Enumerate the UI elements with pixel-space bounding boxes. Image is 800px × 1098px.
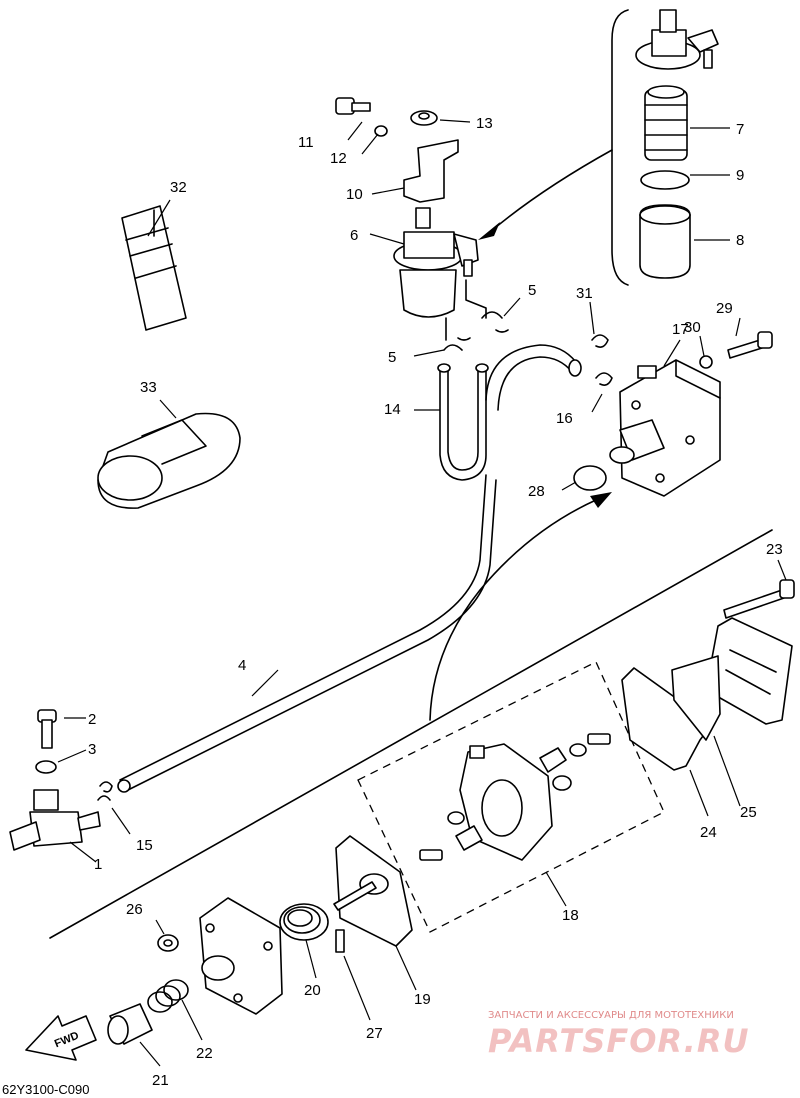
o-ring-28 — [573, 465, 607, 491]
bolt-29 — [727, 331, 773, 359]
washer-30 — [699, 355, 713, 369]
callout-33: 33 — [140, 379, 157, 396]
callout-7: 7 — [736, 121, 744, 138]
clip-5-upper — [481, 311, 509, 333]
pin-27 — [335, 929, 345, 953]
callout-21: 21 — [152, 1072, 169, 1089]
callout-10: 10 — [346, 186, 363, 203]
callout-8: 8 — [736, 232, 744, 249]
callout-15: 15 — [136, 837, 153, 854]
pump-base — [199, 897, 283, 1015]
diagram-code: 62Y3100-C090 — [2, 1082, 89, 1097]
callout-16: 16 — [556, 410, 573, 427]
callout-5b: 5 — [388, 349, 396, 366]
pump-cover-25 — [671, 617, 793, 741]
arrowhead-icon — [478, 222, 500, 240]
kit-box-18 — [357, 661, 665, 933]
fuel-line-stub — [465, 279, 487, 319]
callout-9: 9 — [736, 167, 744, 184]
washer-12 — [374, 125, 388, 137]
callout-30: 30 — [684, 319, 701, 336]
callout-2: 2 — [88, 711, 96, 728]
callout-4: 4 — [238, 657, 246, 674]
clip-16 — [595, 372, 613, 386]
clip-31 — [591, 334, 609, 348]
nut-13 — [410, 110, 438, 126]
plunger-21 — [107, 1003, 153, 1045]
callout-32: 32 — [170, 179, 187, 196]
spring-22 — [147, 979, 189, 1013]
callout-23: 23 — [766, 541, 783, 558]
diaphragm-19 — [333, 835, 413, 947]
callout-29: 29 — [716, 300, 733, 317]
callout-22: 22 — [196, 1045, 213, 1062]
watermark-tagline: ЗАПЧАСТИ И АКСЕССУАРЫ ДЛЯ МОТОТЕХНИКИ — [488, 1010, 734, 1021]
callout-31: 31 — [576, 285, 593, 302]
filter-cap — [635, 9, 719, 70]
callout-17: 17 — [672, 321, 689, 338]
pump-arrow — [429, 499, 597, 721]
divider-line — [49, 529, 773, 939]
callout-12: 12 — [330, 150, 347, 167]
washer-3 — [35, 760, 57, 774]
hose-14 — [439, 367, 487, 481]
callout-13: 13 — [476, 115, 493, 132]
bracket-10 — [403, 139, 459, 203]
fwd-arrow-icon — [25, 1015, 97, 1061]
callout-5a: 5 — [528, 282, 536, 299]
nut-26 — [157, 934, 179, 952]
filter-element — [644, 85, 688, 161]
callout-14: 14 — [384, 401, 401, 418]
filter-cup — [639, 204, 691, 279]
fuel-joint-1 — [9, 789, 101, 851]
inset-bracket — [611, 9, 629, 286]
fuel-filter-6 — [393, 207, 479, 318]
callout-25: 25 — [740, 804, 757, 821]
clip-15 — [97, 781, 113, 801]
o-ring — [640, 170, 690, 190]
callout-18: 18 — [562, 907, 579, 924]
fuel-pump-17 — [609, 359, 721, 497]
callout-20: 20 — [304, 982, 321, 999]
callout-27: 27 — [366, 1025, 383, 1042]
check-valve — [539, 733, 611, 791]
callout-6: 6 — [350, 227, 358, 244]
bolt-2 — [37, 709, 57, 749]
callout-24: 24 — [700, 824, 717, 841]
inset-arrow — [489, 149, 613, 233]
clip-5-lower — [443, 337, 471, 351]
callout-3: 3 — [88, 741, 96, 758]
leader-lines — [57, 119, 787, 1067]
hose-4 — [119, 474, 497, 791]
cover-33 — [97, 412, 241, 509]
spring-20 — [279, 903, 329, 941]
bolt-23 — [723, 579, 795, 619]
label-32 — [121, 205, 187, 331]
callout-1: 1 — [94, 856, 102, 873]
callout-28: 28 — [528, 483, 545, 500]
callout-numbers: 1 2 3 4 5 5 6 7 8 9 10 11 12 13 14 15 16… — [88, 115, 783, 1089]
bolt-11 — [335, 97, 371, 115]
callout-11: 11 — [298, 134, 314, 151]
watermark-logo: PARTSFOR.RU — [488, 1022, 749, 1060]
callout-19: 19 — [414, 991, 431, 1008]
arrowhead-icon — [590, 492, 612, 508]
callout-26: 26 — [126, 901, 143, 918]
valve-bolt — [419, 811, 483, 861]
gasket-24 — [621, 667, 713, 771]
pump-body — [459, 743, 553, 861]
